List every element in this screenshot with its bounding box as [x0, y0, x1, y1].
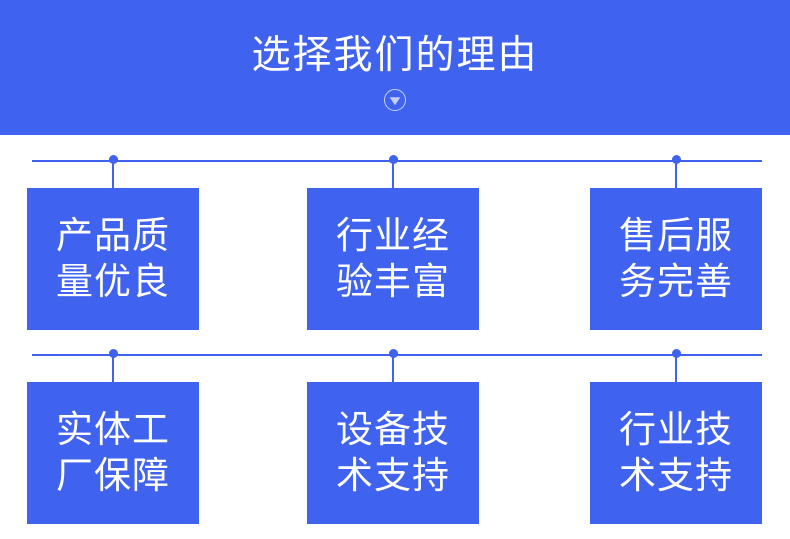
connector-stem: [112, 161, 114, 189]
feature-card[interactable]: 售后服 务完善: [590, 188, 762, 330]
feature-card[interactable]: 行业经 验丰富: [307, 188, 479, 330]
connector-node: [672, 349, 681, 358]
feature-card[interactable]: 设备技 术支持: [307, 382, 479, 524]
connector-stem: [675, 161, 677, 189]
feature-card-label: 设备技 术支持: [336, 409, 450, 496]
connector-stem: [675, 355, 677, 383]
feature-card-label: 售后服 务完善: [619, 215, 733, 302]
connector-node: [389, 155, 398, 164]
connector-node: [109, 155, 118, 164]
connector-node: [389, 349, 398, 358]
page-title: 选择我们的理由: [251, 34, 539, 77]
feature-card[interactable]: 实体工 厂保障: [27, 382, 199, 524]
chevron-down-circle-icon: [383, 88, 407, 112]
connector-node: [109, 349, 118, 358]
connector-node: [672, 155, 681, 164]
feature-card-label: 实体工 厂保障: [56, 409, 170, 496]
header-banner: 选择我们的理由: [0, 0, 790, 135]
connector-stem: [112, 355, 114, 383]
feature-card[interactable]: 行业技 术支持: [590, 382, 762, 524]
feature-card[interactable]: 产品质 量优良: [27, 188, 199, 330]
feature-card-label: 行业技 术支持: [619, 409, 733, 496]
connector-stem: [392, 355, 394, 383]
feature-card-label: 行业经 验丰富: [336, 215, 450, 302]
connector-stem: [392, 161, 394, 189]
feature-card-label: 产品质 量优良: [56, 215, 170, 302]
